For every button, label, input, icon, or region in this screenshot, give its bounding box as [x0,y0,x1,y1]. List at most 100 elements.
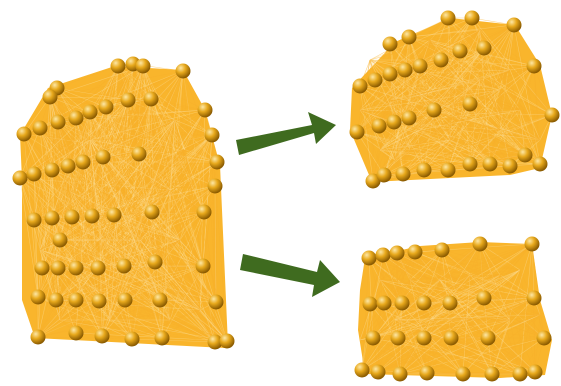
graph-node [453,44,468,59]
graph-node [53,233,68,248]
right-arrow-icon [240,254,340,297]
graph-node [413,59,428,74]
upper-subgraph [350,11,560,189]
right-arrow-icon [236,112,336,155]
graph-node [198,103,213,118]
graph-node [132,147,147,162]
graph-node [390,246,405,261]
graph-node [76,155,91,170]
graph-node [65,210,80,225]
graph-node [528,365,543,380]
graph-node [376,248,391,263]
graph-node [383,37,398,52]
graph-node [69,111,84,126]
graph-node [417,163,432,178]
source-graph [13,57,235,350]
graph-node [463,97,478,112]
graph-node [513,367,528,382]
graph-node [485,367,500,382]
graph-node [176,64,191,79]
graph-node [121,93,136,108]
graph-node [395,296,410,311]
graph-node [111,59,126,74]
graph-node [96,150,111,165]
graph-node [35,261,50,276]
graph-node [83,105,98,120]
graph-node [69,261,84,276]
graph-node [372,119,387,134]
graph-node [85,209,100,224]
graph-node [209,295,224,310]
lower-subgraph [355,237,553,382]
graph-node [69,326,84,341]
graph-node [473,237,488,252]
graph-node [525,237,540,252]
graph-node [61,159,76,174]
graph-node [465,11,480,26]
graph-node [155,331,170,346]
graph-node [208,179,223,194]
graph-node [91,261,106,276]
graph-node [27,213,42,228]
graph-node [125,332,140,347]
graph-node [363,297,378,312]
graph-node [353,79,368,94]
graph-node [144,92,159,107]
graph-node [527,291,542,306]
graph-node [51,261,66,276]
graph-node [117,259,132,274]
graph-node [366,331,381,346]
graph-node [435,243,450,258]
graph-node [417,331,432,346]
graph-node [92,294,107,309]
graph-node [51,115,66,130]
graph-node [153,293,168,308]
graph-node [31,330,46,345]
arrow-to-lower [240,254,340,297]
graph-node [355,363,370,378]
graph-node [533,157,548,172]
graph-node [45,163,60,178]
graph-node [393,367,408,382]
graph-node [545,108,560,123]
graph-node [417,296,432,311]
graph-node [427,103,442,118]
graph-node [441,11,456,26]
graph-node [483,157,498,172]
graph-node [527,59,542,74]
graph-node [362,251,377,266]
graph-node [477,291,492,306]
graph-node [371,365,386,380]
graph-node [205,128,220,143]
graph-node [107,208,122,223]
graph-node [441,163,456,178]
graph-node [45,211,60,226]
graph-node [145,205,160,220]
graph-node [463,157,478,172]
graph-node [196,259,211,274]
graph-node [444,331,459,346]
graph-node [402,30,417,45]
graph-node [136,59,151,74]
graph-node [69,293,84,308]
graph-node [197,205,212,220]
graph-node [49,293,64,308]
graph-node [27,167,42,182]
graph-node [507,18,522,33]
graph-node [396,167,411,182]
graph-node [118,293,133,308]
graph-node [99,100,114,115]
graph-node [456,367,471,382]
graph-node [13,171,28,186]
graph-node [350,125,365,140]
graph-node [377,168,392,183]
graph-node [398,63,413,78]
graph-node [43,90,58,105]
graph-node [477,41,492,56]
graph-node [220,334,235,349]
graph-node [408,245,423,260]
arrow-to-upper [236,112,336,155]
graph-node [148,255,163,270]
